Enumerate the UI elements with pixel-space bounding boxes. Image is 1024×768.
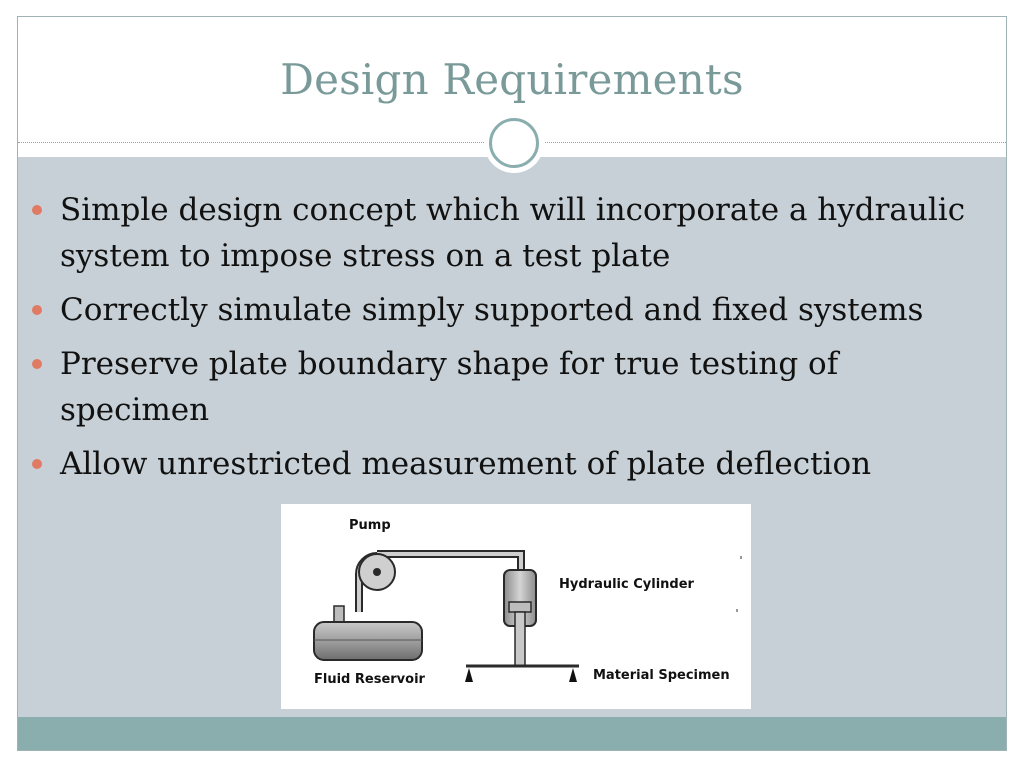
hydraulic-diagram: Pump Hydraulic Cylinder Fluid Reservoir … <box>281 504 751 709</box>
bullet-dot-icon <box>32 359 42 369</box>
bullet-dot-icon <box>32 305 42 315</box>
footer-bar <box>18 717 1006 750</box>
ring-inner <box>489 118 539 168</box>
bullet-dot-icon <box>32 459 42 469</box>
specimen-plate-icon <box>465 664 579 682</box>
bullet-item: Simple design concept which will incorpo… <box>30 187 995 279</box>
reservoir-icon <box>313 605 423 661</box>
bullet-dot-icon <box>32 205 42 215</box>
slide: Design Requirements Simple design concep… <box>17 16 1007 751</box>
hydraulic-diagram-graphic <box>313 550 742 682</box>
supply-pipe <box>377 550 525 574</box>
material-specimen-label: Material Specimen <box>593 668 730 683</box>
bullet-text: Correctly simulate simply supported and … <box>60 292 924 328</box>
bullet-item: Allow unrestricted measurement of plate … <box>30 441 995 487</box>
divider-ring-icon <box>484 113 544 173</box>
fluid-reservoir-label: Fluid Reservoir <box>314 672 425 687</box>
bullet-text: Simple design concept which will incorpo… <box>60 192 966 274</box>
bullet-text: Preserve plate boundary shape for true t… <box>60 346 839 428</box>
pump-label: Pump <box>349 518 391 533</box>
bullet-list: Simple design concept which will incorpo… <box>30 187 995 495</box>
hydraulic-cylinder-icon <box>503 569 537 667</box>
pump-icon <box>358 553 396 591</box>
bullet-text: Allow unrestricted measurement of plate … <box>60 446 872 482</box>
bullet-item: Correctly simulate simply supported and … <box>30 287 995 333</box>
hydraulic-cylinder-label: Hydraulic Cylinder <box>559 577 694 592</box>
slide-title: Design Requirements <box>280 55 744 104</box>
bullet-item: Preserve plate boundary shape for true t… <box>30 341 995 433</box>
